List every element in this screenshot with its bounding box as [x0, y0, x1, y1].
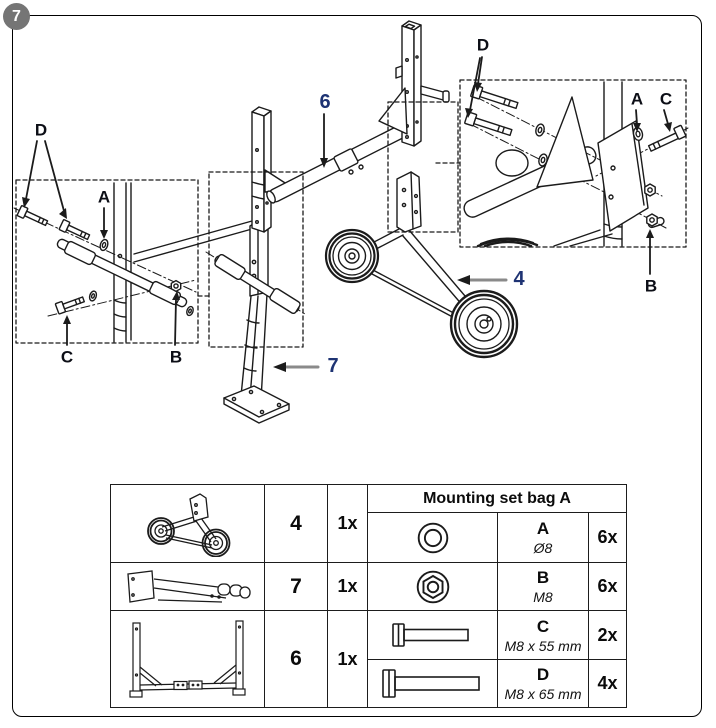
part-thumbnail-7: [110, 562, 265, 611]
hw-spec: M8 x 55 mm: [504, 637, 582, 654]
part-number: 4: [264, 484, 328, 563]
hw-id: C: [536, 616, 550, 636]
mounting-set-title: Mounting set bag A: [366, 484, 628, 513]
wheel-assembly-thumb: [146, 492, 230, 557]
callout-part-7: 7: [327, 355, 339, 377]
washer-icon-cell: [367, 512, 498, 563]
nut-b: [644, 183, 658, 227]
bolt-c: [647, 124, 687, 152]
middle-inset-detail: [205, 251, 306, 315]
locknut-icon: [416, 570, 449, 603]
callout-c-right: C: [659, 89, 673, 109]
hw-label-cell: D M8 x 65 mm: [497, 659, 589, 708]
wheel-assembly-part-4: [324, 171, 519, 359]
bolt-c: [54, 296, 86, 315]
part-thumbnail-6: [110, 610, 265, 708]
callout-b-left: B: [169, 347, 183, 367]
nut-b: [170, 279, 182, 293]
hw-id: B: [536, 568, 550, 587]
frame-thumb: [128, 620, 246, 698]
hw-qty: 6x: [587, 512, 628, 563]
callout-part-6: 6: [319, 91, 331, 113]
left-inset-detail: [13, 205, 197, 317]
callout-a-right: A: [630, 89, 644, 109]
hw-label-cell: C M8 x 55 mm: [497, 610, 589, 660]
step-number-badge: 7: [3, 3, 30, 30]
part-number: 7: [264, 562, 328, 611]
hw-spec: M8 x 65 mm: [504, 686, 582, 702]
callout-b-right: B: [644, 276, 658, 296]
locknut-icon-cell: [367, 562, 498, 611]
callout-d-left: D: [34, 120, 48, 140]
parts-table: 4 1x Mounting set bag A A Ø8 6x: [110, 484, 628, 708]
callout-part-4: 4: [513, 268, 525, 290]
frame-rails: [133, 220, 253, 263]
bolt-d: [16, 205, 49, 227]
part-qty: 1x: [327, 610, 368, 708]
right-inset-detail: [463, 81, 689, 248]
stand-part-7: [223, 220, 290, 424]
callout-d-right: D: [476, 35, 490, 55]
panel-border: [12, 15, 702, 717]
hw-spec: Ø8: [533, 540, 553, 556]
callout-c-left: C: [60, 347, 74, 367]
left-inset-post: [113, 182, 132, 343]
callout-arrows: [22, 56, 672, 372]
part-number: 6: [264, 610, 328, 708]
part-thumbnail-4: [110, 484, 265, 563]
bolt-c-icon-cell: [367, 610, 498, 660]
hw-spec: M8: [533, 589, 553, 605]
washer-icon: [417, 522, 448, 553]
part-qty: 1x: [327, 484, 368, 563]
hw-id: A: [536, 519, 550, 538]
hw-qty: 4x: [587, 659, 628, 708]
hw-label-cell: A Ø8: [497, 512, 589, 563]
hw-id: D: [536, 665, 550, 684]
front-wheel: [324, 228, 380, 284]
stand-thumb: [126, 569, 251, 603]
hw-qty: 6x: [587, 562, 628, 611]
bolt-d: [58, 219, 91, 241]
hw-qty: 2x: [587, 610, 628, 660]
hw-label-cell: B M8: [497, 562, 589, 611]
bolt-icon: [381, 668, 480, 698]
detail-boxes: [15, 79, 687, 348]
part-qty: 1x: [327, 562, 368, 611]
bolt-icon: [391, 623, 469, 647]
bolt-d-icon-cell: [367, 659, 498, 708]
callout-a-left: A: [97, 187, 111, 207]
rear-wheel: [449, 289, 519, 359]
